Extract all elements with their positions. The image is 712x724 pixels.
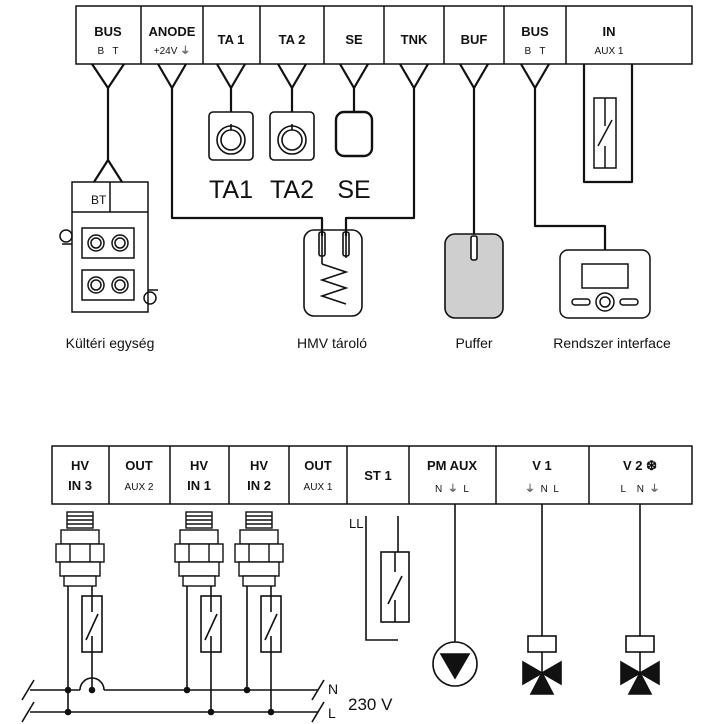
- sensor-label-se: SE: [337, 176, 370, 204]
- terminal-bus-1-sub: B T: [98, 46, 119, 57]
- terminal-bus-2-sub: B T: [525, 46, 546, 57]
- top-wiring: [91, 63, 634, 252]
- terminal-out-aux2: OUT: [125, 458, 153, 473]
- terminal-anode-sub: +24V ⏚: [154, 45, 190, 57]
- terminal-v2-sub: L N ⏚: [620, 483, 659, 495]
- sensor-ta1: [208, 111, 254, 161]
- mains-voltage-label: 230 V: [348, 695, 393, 714]
- bottom-terminal-strip: [51, 445, 693, 505]
- terminal-ta1: TA 1: [218, 32, 245, 47]
- buffer-tank: [444, 233, 504, 319]
- mains-l-label: L: [328, 705, 336, 721]
- terminal-v1: V 1: [532, 458, 552, 473]
- outdoor-unit: [59, 181, 158, 313]
- sensor-se: [334, 110, 374, 158]
- cable-glands: [55, 511, 284, 587]
- terminal-se: SE: [345, 32, 363, 47]
- terminal-pm-aux: PM AUX: [427, 458, 477, 473]
- pump-symbol: [432, 504, 478, 687]
- terminal-bus-1: BUS: [94, 24, 122, 39]
- outdoor-unit-tag: BT: [91, 193, 107, 207]
- terminal-hv-in3-sub: IN 3: [68, 478, 92, 493]
- terminal-buf: BUF: [461, 32, 488, 47]
- caption-outdoor-unit: Kültéri egység: [66, 335, 155, 351]
- system-interface: [559, 249, 651, 319]
- terminal-hv-in1: HV: [190, 458, 208, 473]
- dhw-tank: [303, 229, 363, 317]
- valve-v2: [620, 504, 660, 695]
- st1-thermostat: [365, 516, 410, 641]
- terminal-v1-sub: ⏚ N L: [525, 483, 559, 495]
- top-terminal-strip: [75, 5, 693, 65]
- terminal-tnk: TNK: [401, 32, 428, 47]
- caption-system-interface: Rendszer interface: [553, 335, 671, 351]
- hv-input-wiring: [67, 586, 282, 712]
- sensor-label-ta1: TA1: [209, 176, 253, 204]
- st1-ll-label: LL: [349, 516, 363, 531]
- terminal-st1: ST 1: [364, 468, 391, 483]
- terminal-in: IN: [603, 24, 616, 39]
- mains-n-label: N: [328, 681, 338, 697]
- terminal-bus-2: BUS: [521, 24, 549, 39]
- caption-dhw-tank: HMV tároló: [297, 335, 367, 351]
- sensor-label-ta2: TA2: [270, 176, 314, 204]
- terminal-hv-in2-sub: IN 2: [247, 478, 271, 493]
- caption-buffer: Puffer: [455, 335, 492, 351]
- terminal-hv-in3: HV: [71, 458, 89, 473]
- terminal-anode: ANODE: [149, 24, 196, 39]
- terminal-out-aux1: OUT: [304, 458, 332, 473]
- valve-v1: [522, 504, 562, 695]
- terminal-out-aux2-sub: AUX 2: [125, 482, 154, 493]
- terminal-pm-aux-sub: N ⏚ L: [435, 483, 469, 495]
- sensor-ta2: [269, 111, 315, 161]
- top-terminal-labels: BUS B T ANODE +24V ⏚ TA 1 TA 2 SE TNK BU…: [94, 24, 624, 57]
- terminal-hv-in1-sub: IN 1: [187, 478, 211, 493]
- aux1-input-switch: [593, 97, 617, 169]
- mains-bus: [21, 677, 325, 723]
- terminal-hv-in2: HV: [250, 458, 268, 473]
- terminal-v2: V 2 ❆: [623, 458, 657, 473]
- terminal-ta2: TA 2: [279, 32, 306, 47]
- bottom-terminal-labels: HV IN 3 OUT AUX 2 HV IN 1 HV IN 2 OUT AU…: [68, 458, 659, 495]
- terminal-out-aux1-sub: AUX 1: [304, 482, 333, 493]
- terminal-in-sub: AUX 1: [595, 46, 624, 57]
